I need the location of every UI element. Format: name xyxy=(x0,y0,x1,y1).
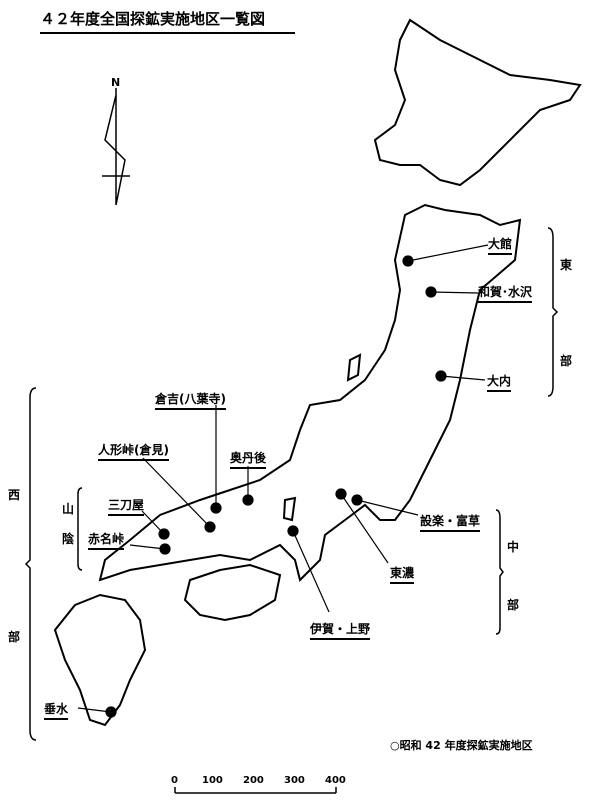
central-brace xyxy=(495,509,504,635)
scale-bar xyxy=(174,787,337,794)
region-central-1: 中 xyxy=(507,540,520,554)
region-west-1: 西 xyxy=(8,488,21,502)
site-ningyotoge: 人形峠(倉見) xyxy=(98,441,169,461)
site-waga: 和賀･水沢 xyxy=(478,283,533,303)
honshu-coast xyxy=(98,203,522,582)
region-east-2: 部 xyxy=(560,354,573,368)
site-kurayoshi: 倉吉(八葉寺) xyxy=(155,390,226,410)
map-title: ４２年度全国探鉱実施地区一覧図 xyxy=(40,8,295,34)
legend: ○昭和 42 年度探鉱実施地区 xyxy=(390,739,533,752)
site-okutango: 奥丹後 xyxy=(230,449,267,469)
north-arrow xyxy=(102,88,130,206)
west-brace xyxy=(24,387,37,741)
scale-100: 100 xyxy=(202,775,223,786)
scale-300: 300 xyxy=(284,775,305,786)
site-markers xyxy=(77,244,489,718)
kyushu-coast xyxy=(53,593,147,727)
scale-200: 200 xyxy=(243,775,264,786)
site-odate: 大館 xyxy=(488,235,513,255)
awaji-island xyxy=(282,496,297,522)
shikoku-coast xyxy=(183,563,282,622)
site-mitoya: 三刀屋 xyxy=(108,496,145,516)
east-brace xyxy=(547,227,559,397)
scale-400: 400 xyxy=(325,775,346,786)
sanin-brace xyxy=(77,487,83,571)
site-tono: 東濃 xyxy=(390,564,415,584)
region-central-2: 部 xyxy=(507,598,520,612)
site-akanatoge: 赤名峠 xyxy=(88,530,125,550)
site-ouchi: 大内 xyxy=(487,372,512,392)
region-east-1: 東 xyxy=(560,258,573,272)
north-label: N xyxy=(111,76,121,89)
region-sanin-2: 陰 xyxy=(62,532,75,546)
hokkaido-coast xyxy=(373,18,582,187)
scale-0: 0 xyxy=(171,775,178,786)
sado-island xyxy=(346,353,362,382)
site-iga: 伊賀・上野 xyxy=(310,620,371,640)
site-tarumizu: 垂水 xyxy=(44,700,69,720)
site-shitara: 設楽・富草 xyxy=(420,512,481,532)
region-sanin-1: 山 xyxy=(62,502,75,516)
region-west-2: 部 xyxy=(8,630,21,644)
